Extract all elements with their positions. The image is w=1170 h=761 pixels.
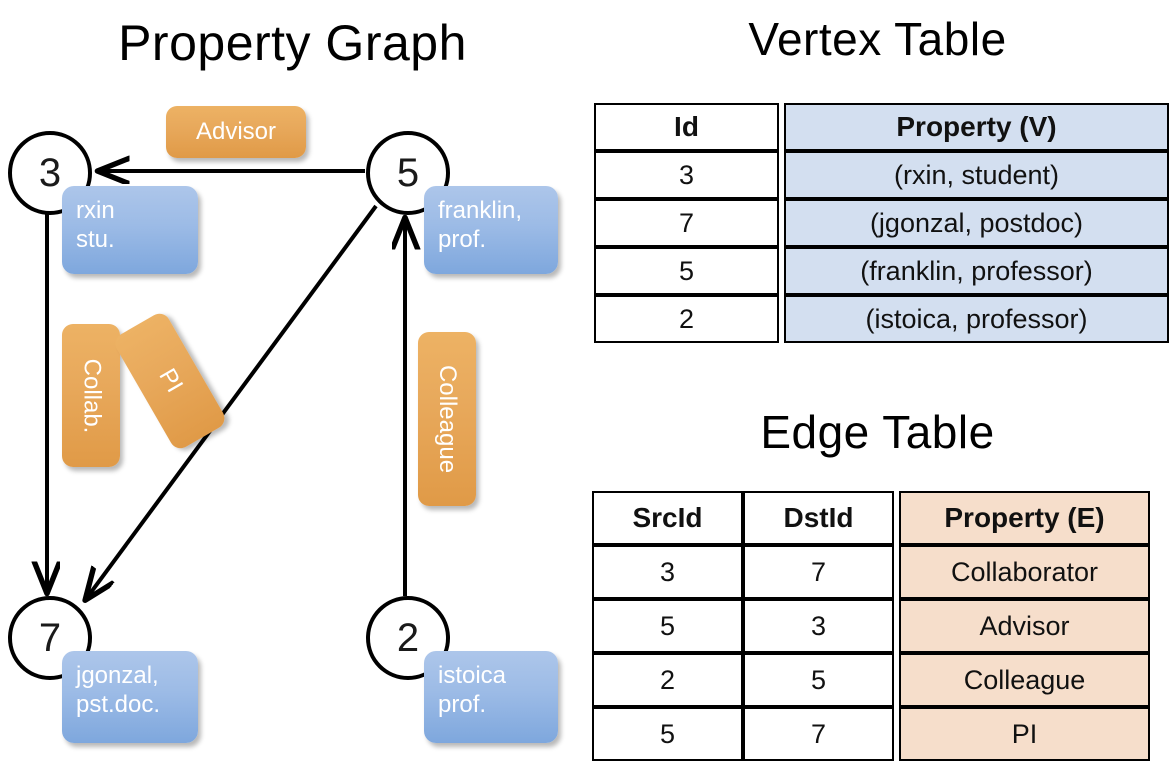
- page-title-property-graph: Property Graph: [118, 15, 467, 71]
- page-title-edge-table: Edge Table: [760, 406, 995, 458]
- edge-table-header-srcid: SrcId: [592, 491, 743, 545]
- edge-table-cell-srcid: 3: [592, 545, 743, 599]
- table-header-row: SrcId DstId Property (E): [592, 491, 1150, 545]
- edge-table-cell-dstid: 3: [743, 599, 894, 653]
- edge-label-pi-text: PI: [153, 364, 188, 398]
- vertex-table-cell-id: 2: [594, 295, 779, 343]
- vertex-table-cell-id: 5: [594, 247, 779, 295]
- vertex-callout-line2: prof.: [438, 691, 487, 719]
- vertex-table-header-property: Property (V): [784, 103, 1169, 151]
- edge-label-collab: Collab.: [62, 324, 120, 467]
- edge-table-cell-property: Advisor: [899, 599, 1150, 653]
- graph-node-5[interactable]: 5: [366, 131, 450, 215]
- graph-edges-layer: [0, 0, 585, 760]
- page-title-vertex-table: Vertex Table: [748, 13, 1007, 65]
- vertex-callout-line2: stu.: [76, 226, 115, 254]
- edge-table-cell-srcid: 5: [592, 707, 743, 761]
- vertex-callout-line2: prof.: [438, 226, 487, 254]
- table-row: 3 (rxin, student): [594, 151, 1169, 199]
- edge-label-advisor-text: Advisor: [195, 118, 277, 145]
- table-row: 5 7 PI: [592, 707, 1150, 761]
- edge-table-header-dstid: DstId: [743, 491, 894, 545]
- vertex-callout-line2: pst.doc.: [76, 691, 161, 719]
- vertex-table-cell-property: (jgonzal, postdoc): [784, 199, 1169, 247]
- table-row: 2 (istoica, professor): [594, 295, 1169, 343]
- vertex-table-header-id: Id: [594, 103, 779, 151]
- edge-label-colleague-text: Colleague: [434, 364, 461, 474]
- vertex-table-cell-property: (franklin, professor): [784, 247, 1169, 295]
- edge-table-cell-dstid: 5: [743, 653, 894, 707]
- vertex-callout-line1: rxin: [76, 197, 115, 224]
- table-row: 5 3 Advisor: [592, 599, 1150, 653]
- vertex-callout-jgonzal: jgonzal, pst.doc.: [62, 651, 198, 743]
- edge-table-header-property: Property (E): [899, 491, 1150, 545]
- edge-table-cell-property: Colleague: [899, 653, 1150, 707]
- vertex-table-cell-id: 3: [594, 151, 779, 199]
- vertex-callout-istoica: istoica prof.: [424, 651, 558, 743]
- edge-label-advisor: Advisor: [166, 106, 306, 158]
- graph-node-2[interactable]: 2: [366, 596, 450, 680]
- edge-arrow-5-to-7: [86, 204, 378, 599]
- edge-table-cell-property: PI: [899, 707, 1150, 761]
- vertex-table-cell-property: (istoica, professor): [784, 295, 1169, 343]
- edge-table-cell-dstid: 7: [743, 545, 894, 599]
- edge-label-collab-text: Collab.: [78, 358, 105, 433]
- vertex-callout-line1: franklin,: [438, 197, 523, 224]
- edge-table-cell-srcid: 5: [592, 599, 743, 653]
- vertex-callout-rxin: rxin stu.: [62, 186, 198, 274]
- edge-table-cell-dstid: 7: [743, 707, 894, 761]
- table-header-row: Id Property (V): [594, 103, 1169, 151]
- vertex-callout-franklin: franklin, prof.: [424, 186, 558, 274]
- vertex-table: Id Property (V) 3 (rxin, student) 7 (jgo…: [594, 103, 1169, 343]
- edge-table-cell-srcid: 2: [592, 653, 743, 707]
- vertex-callout-line1: jgonzal,: [76, 662, 159, 689]
- table-row: 3 7 Collaborator: [592, 545, 1150, 599]
- table-row: 5 (franklin, professor): [594, 247, 1169, 295]
- edge-label-colleague: Colleague: [418, 332, 476, 506]
- table-row: 7 (jgonzal, postdoc): [594, 199, 1169, 247]
- edge-table: SrcId DstId Property (E) 3 7 Collaborato…: [592, 491, 1150, 761]
- vertex-table-cell-property: (rxin, student): [784, 151, 1169, 199]
- vertex-callout-line1: istoica: [438, 662, 507, 689]
- table-row: 2 5 Colleague: [592, 653, 1150, 707]
- edge-table-cell-property: Collaborator: [899, 545, 1150, 599]
- vertex-table-cell-id: 7: [594, 199, 779, 247]
